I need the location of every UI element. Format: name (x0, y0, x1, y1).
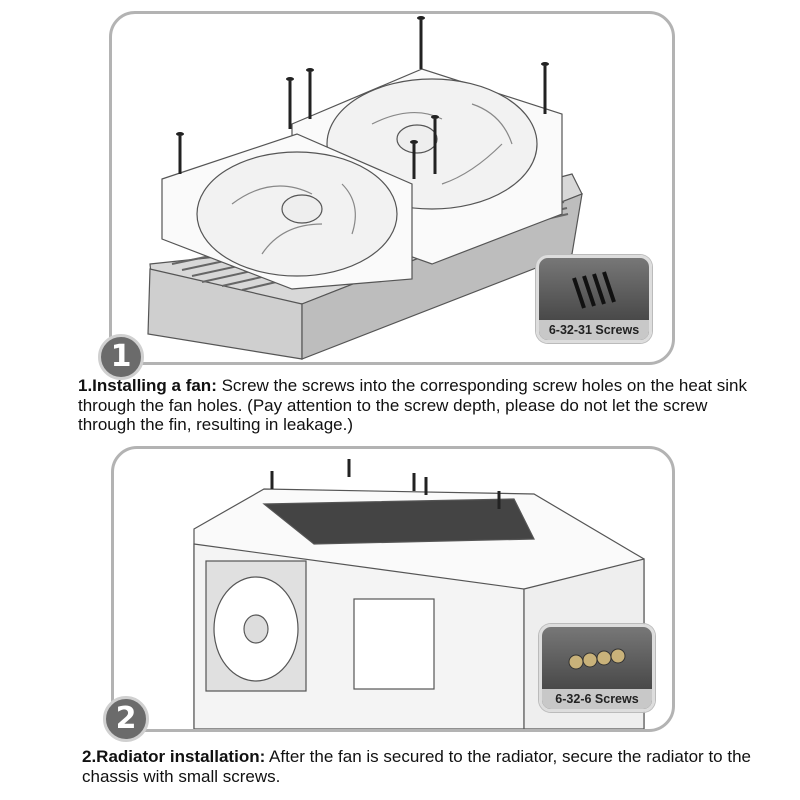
short-screws-icon (568, 648, 626, 670)
step1-screw-inset: 6-32-31 Screws (536, 255, 652, 343)
step2-illustration-panel (111, 446, 675, 732)
step2-title: 2.Radiator installation: (82, 747, 266, 766)
step2-screw-inset: 6-32-6 Screws (539, 624, 655, 712)
step1-illustration-panel (109, 11, 675, 365)
step1-instructions: 1.Installing a fan: Screw the screws int… (78, 376, 758, 435)
step1-title: 1.Installing a fan: (78, 376, 217, 395)
step2-number-badge: 2 (103, 696, 149, 742)
long-screws-icon (572, 271, 616, 309)
step1-number-badge: 1 (98, 334, 144, 380)
fan-radiator-illustration (147, 16, 583, 360)
step2-instructions: 2.Radiator installation: After the fan i… (82, 747, 762, 786)
chassis-illustration (193, 459, 645, 729)
step1-body: Screw the screws into the corresponding … (78, 376, 747, 434)
step2-screw-label: 6-32-6 Screws (542, 689, 652, 709)
step1-screw-label: 6-32-31 Screws (539, 320, 649, 340)
step2-body: After the fan is secured to the radiator… (82, 747, 751, 786)
